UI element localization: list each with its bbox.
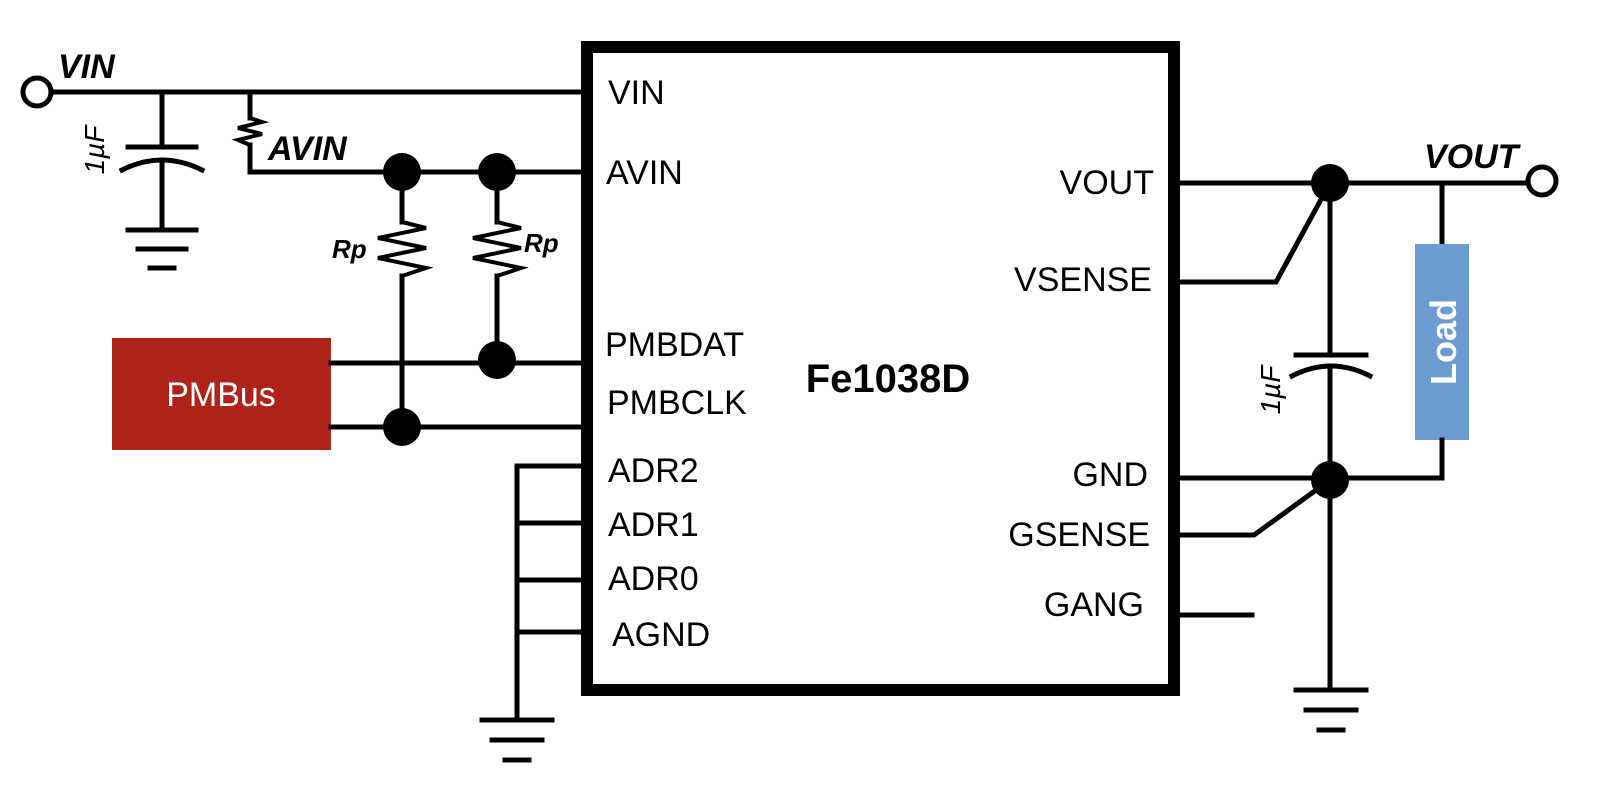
junction-pmbdat — [478, 341, 516, 379]
chip-body — [581, 41, 1180, 696]
pin-gsense: GSENSE — [1008, 516, 1150, 554]
pin-agnd: AGND — [612, 616, 710, 654]
pin-gang: GANG — [1044, 586, 1144, 624]
avin-net-label: AVIN — [267, 130, 348, 168]
load-block — [1415, 244, 1469, 440]
chip-name: Fe1038D — [806, 357, 971, 401]
junction-avin-dat — [478, 153, 516, 191]
pullup-resistor-clk-label: Rp — [332, 234, 367, 264]
vin-terminal — [20, 75, 54, 109]
input-capacitor-label: 1µF — [79, 124, 110, 175]
pin-vin: VIN — [608, 74, 665, 112]
pullup-resistor-dat-label: Rp — [524, 228, 559, 258]
pin-gnd: GND — [1072, 456, 1148, 494]
junction-avin-clk — [383, 153, 421, 191]
pin-adr0: ADR0 — [608, 560, 699, 598]
output-capacitor-label: 1µF — [1255, 364, 1286, 415]
vsense-wire — [1176, 179, 1334, 285]
junction-gnd — [1311, 461, 1349, 499]
output-ground-symbol — [1293, 687, 1369, 733]
pin-vout: VOUT — [1060, 164, 1154, 202]
agnd-ground-symbol — [479, 717, 555, 763]
output-capacitor — [1288, 180, 1374, 693]
junction-pmbclk — [383, 408, 421, 446]
junction-vout — [1311, 164, 1349, 202]
gsense-wire — [1176, 476, 1334, 538]
pin-pmbdat: PMBDAT — [605, 326, 744, 364]
pin-pmbclk: PMBCLK — [607, 384, 747, 422]
address-ground-bus — [514, 463, 585, 723]
pin-avin: AVIN — [606, 154, 683, 192]
input-capacitor — [118, 89, 206, 233]
input-ground-symbol — [125, 227, 199, 271]
pmbus-block — [112, 338, 331, 450]
pin-adr1: ADR1 — [608, 506, 699, 544]
pin-vsense: VSENSE — [1014, 261, 1152, 299]
vout-terminal — [1525, 164, 1559, 198]
vout-net-label: VOUT — [1424, 138, 1522, 176]
pin-adr2: ADR2 — [608, 452, 699, 490]
load-block-label: Load — [1423, 299, 1464, 385]
pullup-resistor-dat — [472, 169, 529, 363]
pmbus-block-label: PMBus — [166, 376, 276, 414]
pullup-resistor-clk — [377, 169, 434, 428]
vin-net-label: VIN — [58, 48, 116, 86]
avin-filter-resistor — [231, 89, 270, 175]
